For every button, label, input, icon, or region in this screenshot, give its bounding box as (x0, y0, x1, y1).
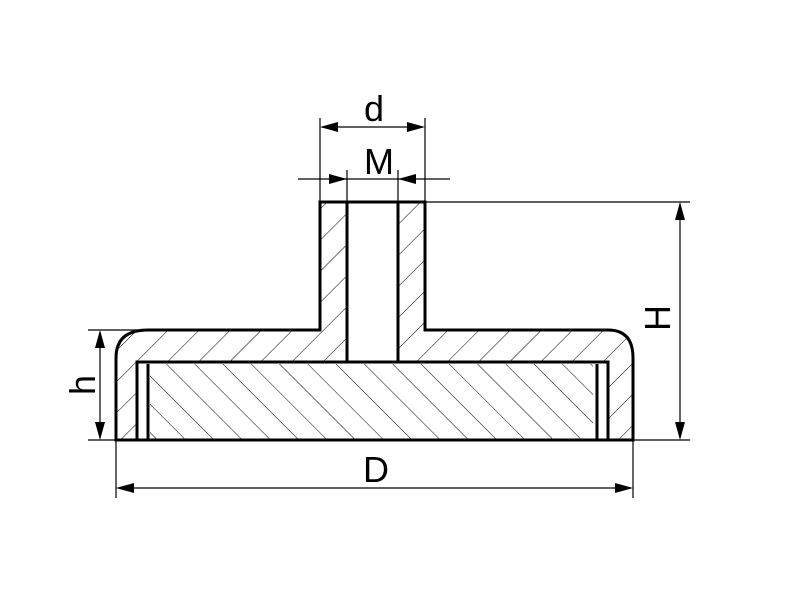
part-outline (114, 200, 635, 442)
magnet-insert (150, 364, 593, 440)
dimension-label-d: d (364, 88, 384, 129)
dimension-h-base: h (62, 329, 148, 441)
dimension-D: D (115, 440, 634, 498)
dimension-h-total: H (425, 201, 690, 441)
dimension-m: M (298, 141, 450, 202)
dimension-label-m: M (364, 141, 394, 182)
dimension-label-D: D (363, 449, 389, 490)
dimension-label-H: H (637, 305, 678, 331)
dimension-label-h: h (62, 375, 103, 395)
dimension-d: d (319, 88, 426, 202)
